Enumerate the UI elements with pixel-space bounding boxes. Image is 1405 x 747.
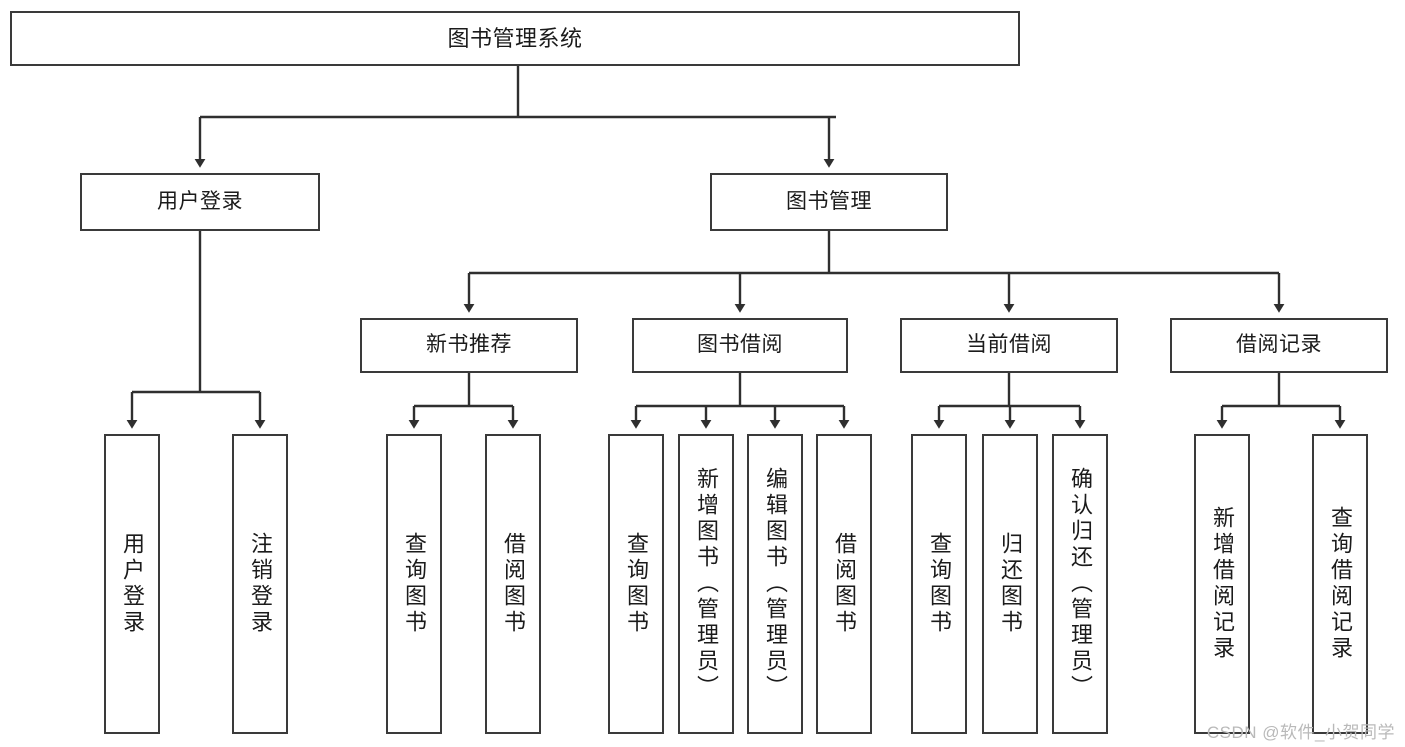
node-label: 当前借阅 <box>966 333 1052 357</box>
leaf-current-query-book[interactable]: 查询图书 <box>911 434 967 734</box>
node-label: 用户登录 <box>120 532 145 636</box>
node-label: 注销登录 <box>248 532 273 636</box>
leaf-borrow-borrow-book[interactable]: 借阅图书 <box>816 434 872 734</box>
leaf-record-add-borrow-record[interactable]: 新增借阅记录 <box>1194 434 1250 734</box>
leaf-user-login[interactable]: 用户登录 <box>104 434 160 734</box>
node-label: 新书推荐 <box>426 333 512 357</box>
node-new-book-recommendation[interactable]: 新书推荐 <box>360 318 578 373</box>
node-label: 查询借阅记录 <box>1328 506 1353 662</box>
node-label: 查询图书 <box>927 532 952 636</box>
leaf-user-logout[interactable]: 注销登录 <box>232 434 288 734</box>
leaf-borrow-edit-book-admin[interactable]: 编辑图书（管理员） <box>747 434 803 734</box>
node-label: 确认归还（管理员） <box>1068 467 1093 701</box>
watermark: CSDN @软件_小贺同学 <box>1206 723 1395 742</box>
leaf-current-return-book[interactable]: 归还图书 <box>982 434 1038 734</box>
node-label: 查询图书 <box>624 532 649 636</box>
node-borrowing-records[interactable]: 借阅记录 <box>1170 318 1388 373</box>
node-label: 归还图书 <box>998 532 1023 636</box>
node-label: 新增图书（管理员） <box>694 467 719 701</box>
node-label: 图书借阅 <box>697 333 783 357</box>
node-label: 借阅记录 <box>1236 333 1322 357</box>
node-book-management-system[interactable]: 图书管理系统 <box>10 11 1020 66</box>
leaf-recommend-query-book[interactable]: 查询图书 <box>386 434 442 734</box>
node-label: 用户登录 <box>157 189 243 213</box>
node-book-management[interactable]: 图书管理 <box>710 173 948 231</box>
node-book-borrowing[interactable]: 图书借阅 <box>632 318 848 373</box>
node-label: 编辑图书（管理员） <box>763 467 788 701</box>
node-current-borrowing[interactable]: 当前借阅 <box>900 318 1118 373</box>
node-label: 图书管理系统 <box>447 25 583 51</box>
node-label: 查询图书 <box>402 532 427 636</box>
node-label: 借阅图书 <box>501 532 526 636</box>
node-user-login[interactable]: 用户登录 <box>80 173 320 231</box>
leaf-record-query-borrow-record[interactable]: 查询借阅记录 <box>1312 434 1368 734</box>
node-label: 图书管理 <box>786 189 872 213</box>
leaf-current-confirm-return-admin[interactable]: 确认归还（管理员） <box>1052 434 1108 734</box>
node-label: 新增借阅记录 <box>1210 506 1235 662</box>
leaf-borrow-query-book[interactable]: 查询图书 <box>608 434 664 734</box>
leaf-borrow-add-book-admin[interactable]: 新增图书（管理员） <box>678 434 734 734</box>
leaf-recommend-borrow-book[interactable]: 借阅图书 <box>485 434 541 734</box>
node-label: 借阅图书 <box>832 532 857 636</box>
